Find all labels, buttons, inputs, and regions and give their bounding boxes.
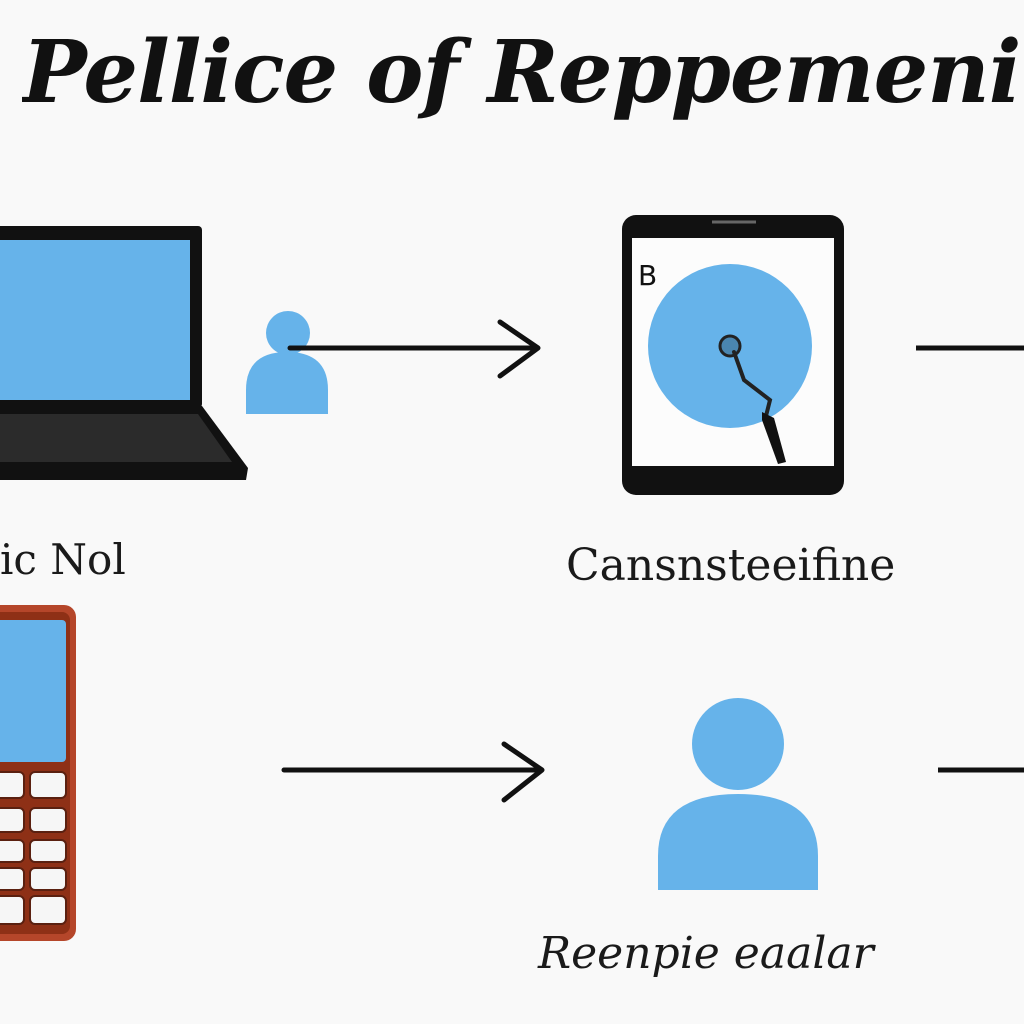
tablet-mark: B bbox=[638, 259, 657, 292]
person-label: Reenpie eaalar bbox=[538, 928, 874, 979]
laptop-label: ic Nol bbox=[0, 535, 126, 584]
page-title: Pellice of Reppemenie bbox=[22, 22, 1022, 123]
disk-icon bbox=[648, 264, 812, 464]
laptop-icon bbox=[0, 226, 248, 480]
mobile-phone-icon bbox=[0, 605, 76, 941]
arrow-bottom-left bbox=[281, 741, 545, 803]
user-icon-large bbox=[658, 698, 818, 890]
user-icon-small bbox=[246, 311, 328, 414]
tablet-label: Cansnsteeifine bbox=[566, 540, 896, 591]
arrow-top-left bbox=[287, 319, 541, 379]
